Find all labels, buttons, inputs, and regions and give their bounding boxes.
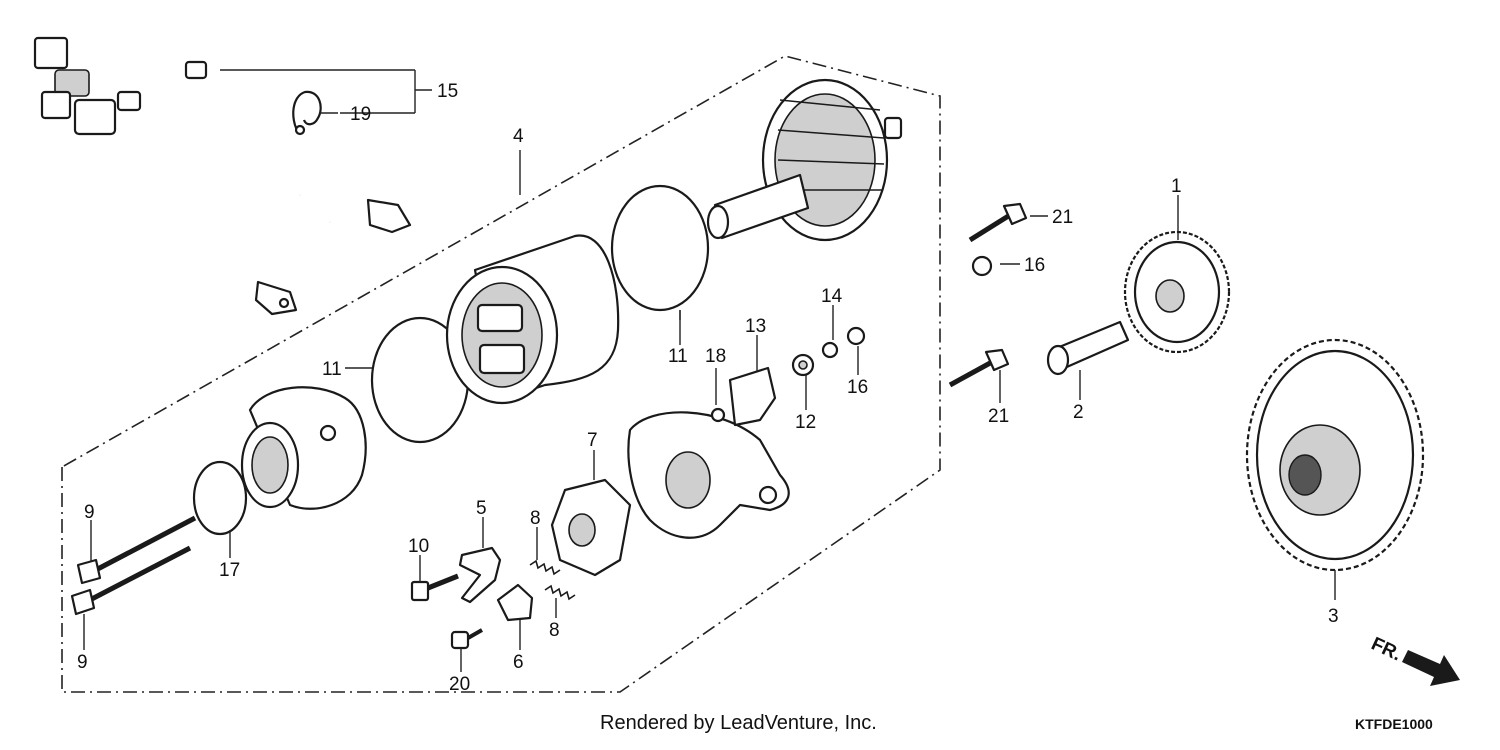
starter-reduction-gear bbox=[1123, 230, 1231, 354]
washer-14 bbox=[821, 341, 839, 359]
callout-21-upper: 21 bbox=[1052, 207, 1073, 228]
callout-11-lower: 11 bbox=[322, 359, 342, 380]
o-ring-small bbox=[192, 460, 248, 536]
direction-label: FR. bbox=[1368, 633, 1405, 665]
callout-7: 7 bbox=[587, 430, 598, 451]
front-cover bbox=[627, 411, 790, 539]
wire-harness bbox=[33, 35, 412, 316]
callout-16-upper: 16 bbox=[1024, 255, 1045, 276]
callout-21-lower: 21 bbox=[988, 406, 1009, 427]
callout-19: 19 bbox=[350, 104, 371, 125]
screw-10 bbox=[410, 573, 459, 602]
brush-spring-lower bbox=[544, 584, 576, 601]
rear-housing bbox=[240, 386, 367, 510]
callout-6: 6 bbox=[513, 652, 524, 673]
assembly-boundary bbox=[61, 55, 941, 693]
callout-5: 5 bbox=[476, 498, 487, 519]
screw-20 bbox=[450, 628, 483, 650]
callout-9-lower: 9 bbox=[77, 652, 88, 673]
callout-8-upper: 8 bbox=[530, 508, 541, 529]
callout-4: 4 bbox=[513, 126, 524, 147]
callout-10: 10 bbox=[408, 536, 429, 557]
starter-driven-gear bbox=[1245, 338, 1425, 572]
callout-8-lower: 8 bbox=[549, 620, 560, 641]
bolt-21-upper bbox=[968, 202, 1028, 243]
callout-12: 12 bbox=[795, 412, 816, 433]
footer-credit: Rendered by LeadVenture, Inc. bbox=[600, 712, 877, 734]
callout-11-upper: 11 bbox=[668, 346, 688, 367]
o-ring-upper bbox=[610, 184, 710, 312]
nut-16-upper bbox=[971, 255, 993, 277]
starter-clutch-13 bbox=[728, 366, 777, 427]
callout-18: 18 bbox=[705, 346, 726, 367]
callout-16-lower: 16 bbox=[847, 377, 868, 398]
callout-17: 17 bbox=[219, 560, 240, 581]
armature bbox=[706, 78, 903, 242]
callout-2: 2 bbox=[1073, 402, 1084, 423]
brush-spring-upper bbox=[529, 559, 561, 576]
nut-16-lower bbox=[846, 326, 866, 346]
footer-diagram-code: KTFDE1000 bbox=[1355, 716, 1433, 732]
washer-18 bbox=[710, 407, 726, 423]
long-bolts bbox=[70, 515, 197, 616]
callout-20: 20 bbox=[449, 674, 470, 695]
wire-clip bbox=[292, 90, 322, 136]
brush bbox=[496, 583, 534, 622]
callout-labels: 1 2 3 4 5 6 7 8 8 9 9 10 11 11 12 13 14 … bbox=[77, 81, 1339, 695]
motor-case bbox=[445, 234, 620, 405]
callout-15: 15 bbox=[437, 81, 458, 102]
front-direction-arrow: FR. bbox=[1368, 633, 1460, 686]
callout-1: 1 bbox=[1171, 176, 1182, 197]
callout-13: 13 bbox=[745, 316, 766, 337]
terminal-plate bbox=[458, 546, 502, 604]
idle-gear-shaft bbox=[1046, 320, 1130, 376]
bolt-21-lower bbox=[948, 348, 1010, 388]
leader-lines bbox=[83, 69, 1336, 672]
callout-14: 14 bbox=[821, 286, 843, 307]
callout-3: 3 bbox=[1328, 606, 1339, 627]
callout-9-upper: 9 bbox=[84, 502, 95, 523]
